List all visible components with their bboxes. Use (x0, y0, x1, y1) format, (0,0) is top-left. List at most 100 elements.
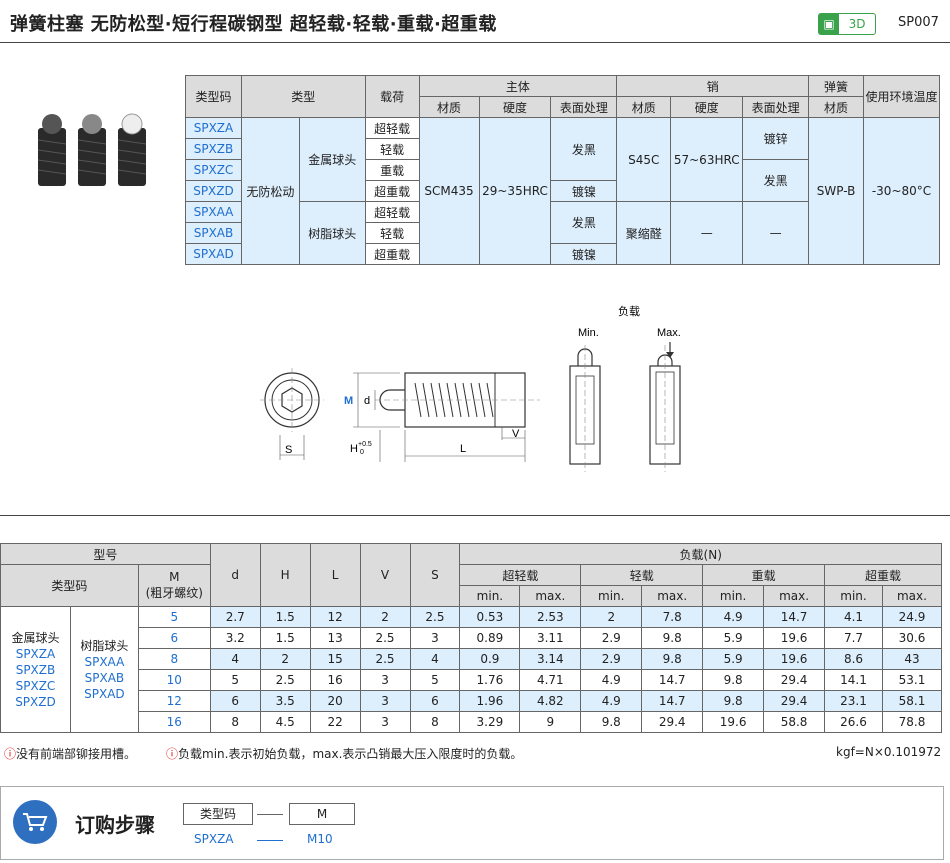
typecode-link[interactable]: SPXAB (84, 670, 125, 685)
cell: 2.9 (580, 648, 643, 670)
note-2-text: 负载min.表示初始负载，max.表示凸销最大压入限度时的负载。 (178, 747, 523, 761)
body-hardness: 29~35HRC (478, 117, 552, 265)
cell: 29.4 (763, 669, 826, 691)
order-value-typecode: SPXZA (194, 832, 234, 846)
cube-icon: ▣ (819, 14, 839, 34)
cell: 2 (259, 648, 311, 670)
typecode-link[interactable]: SPXZA (15, 646, 56, 661)
order-dash (257, 840, 283, 841)
body-surface: 发黑 (550, 201, 618, 244)
body-surface: 镀镍 (550, 180, 618, 202)
m-value-link[interactable]: 16 (137, 711, 211, 733)
cell: 30.6 (881, 627, 943, 649)
typecode-link[interactable]: SPXAA (185, 201, 242, 223)
order-dash (257, 814, 283, 815)
note-1: ⓘ没有前端部铆接用槽。 (4, 745, 136, 762)
type-cell: 无防松动 (240, 117, 300, 265)
m-value-link[interactable]: 6 (137, 627, 211, 649)
3d-model-button[interactable]: ▣ 3D (818, 13, 876, 35)
header-mat: 材质 (808, 96, 864, 118)
header-mat: 材质 (418, 96, 480, 118)
header-pin: 销 (616, 75, 810, 97)
typecode-link[interactable]: SPXZD (15, 694, 56, 709)
cell: 24.9 (881, 606, 943, 628)
cell: 2.5 (259, 669, 311, 691)
cell: 53.1 (881, 669, 943, 691)
cell: 8 (209, 711, 261, 733)
cell: 1.96 (459, 690, 521, 712)
header-xh: 超重载 (824, 564, 942, 586)
header-model: 型号 (0, 543, 211, 565)
header-load: 载荷 (364, 75, 420, 118)
divider (0, 42, 950, 43)
cell: 9.8 (702, 690, 765, 712)
cell: 29.4 (641, 711, 704, 733)
resin-codes-cell: 树脂球头 SPXAA SPXAB SPXAD (69, 606, 139, 733)
typecode-link[interactable]: SPXZD (185, 180, 242, 202)
typecode-link[interactable]: SPXAA (84, 654, 125, 669)
cell: 9 (519, 711, 582, 733)
dim-H-label: H (350, 443, 358, 455)
header-hard: 硬度 (478, 96, 552, 118)
cell: 3 (359, 711, 411, 733)
typecode-link[interactable]: SPXAD (185, 243, 242, 265)
table-row: 16 8 4.5 22 3 8 3.29 9 9.8 29.4 19.6 58.… (1, 711, 943, 733)
typecode-link[interactable]: SPXZC (15, 678, 56, 693)
cell: 4.9 (580, 690, 643, 712)
cell: 19.6 (763, 627, 826, 649)
m-value-link[interactable]: 5 (137, 606, 211, 628)
load-cell: 超轻载 (364, 201, 420, 223)
header-xl: 超轻载 (459, 564, 582, 586)
header-env: 使用环境温度 (863, 75, 940, 118)
cell: 2.5 (359, 627, 411, 649)
cell: 3.14 (519, 648, 582, 670)
load-label: 负载 (618, 304, 640, 318)
cell: 5.9 (702, 648, 765, 670)
pin-hardness: — (670, 201, 744, 265)
page-title: 弹簧柱塞 无防松型·短行程碳钢型 超轻载·轻载·重载·超重载 (10, 14, 497, 35)
typecode-link[interactable]: SPXAD (84, 686, 125, 701)
typecode-link[interactable]: SPXZA (185, 117, 242, 139)
dim-L-label: L (460, 443, 466, 455)
header-max: max. (519, 585, 582, 607)
cell: 58.8 (763, 711, 826, 733)
table-row: 10 5 2.5 16 3 5 1.76 4.71 4.9 14.7 9.8 2… (1, 669, 943, 691)
table-row: 6 3.2 1.5 13 2.5 3 0.89 3.11 2.9 9.8 5.9… (1, 627, 943, 649)
header-max: max. (881, 585, 943, 607)
cell: 4.82 (519, 690, 582, 712)
header-M-label: M (169, 570, 180, 584)
order-title: 订购步骤 (75, 813, 155, 837)
cell: 19.6 (763, 648, 826, 670)
m-value-link[interactable]: 12 (137, 690, 211, 712)
typecode-link[interactable]: SPXZB (185, 138, 242, 160)
load-cell: 超重载 (364, 180, 420, 202)
type-cell: 金属球头 (298, 117, 366, 202)
pin-surface: — (742, 201, 810, 265)
header-type: 类型 (240, 75, 366, 118)
header-surf: 表面处理 (742, 96, 810, 118)
typecode-link[interactable]: SPXAB (185, 222, 242, 244)
cell: 2 (580, 606, 643, 628)
cell: 1.76 (459, 669, 521, 691)
m-value-link[interactable]: 8 (137, 648, 211, 670)
typecode-link[interactable]: SPXZC (185, 159, 242, 181)
typecode-link[interactable]: SPXZB (15, 662, 56, 677)
cell: 23.1 (824, 690, 883, 712)
cell: 58.1 (881, 690, 943, 712)
m-value-link[interactable]: 10 (137, 669, 211, 691)
header-S: S (409, 543, 461, 607)
cell: 14.7 (641, 690, 704, 712)
cell: 3.5 (259, 690, 311, 712)
pin-material: 聚缩醛 (616, 201, 672, 265)
resin-label: 树脂球头 (80, 638, 129, 653)
env-temp: -30~80°C (863, 117, 940, 265)
cell: 6 (209, 690, 261, 712)
product-photo (37, 113, 147, 186)
load-cell: 超重载 (364, 243, 420, 265)
cell: 1.5 (259, 627, 311, 649)
header-hard: 硬度 (670, 96, 744, 118)
product-code: SP007 (898, 15, 939, 30)
header-surf: 表面处理 (550, 96, 618, 118)
header-max: max. (763, 585, 826, 607)
header-L: L (309, 543, 361, 607)
